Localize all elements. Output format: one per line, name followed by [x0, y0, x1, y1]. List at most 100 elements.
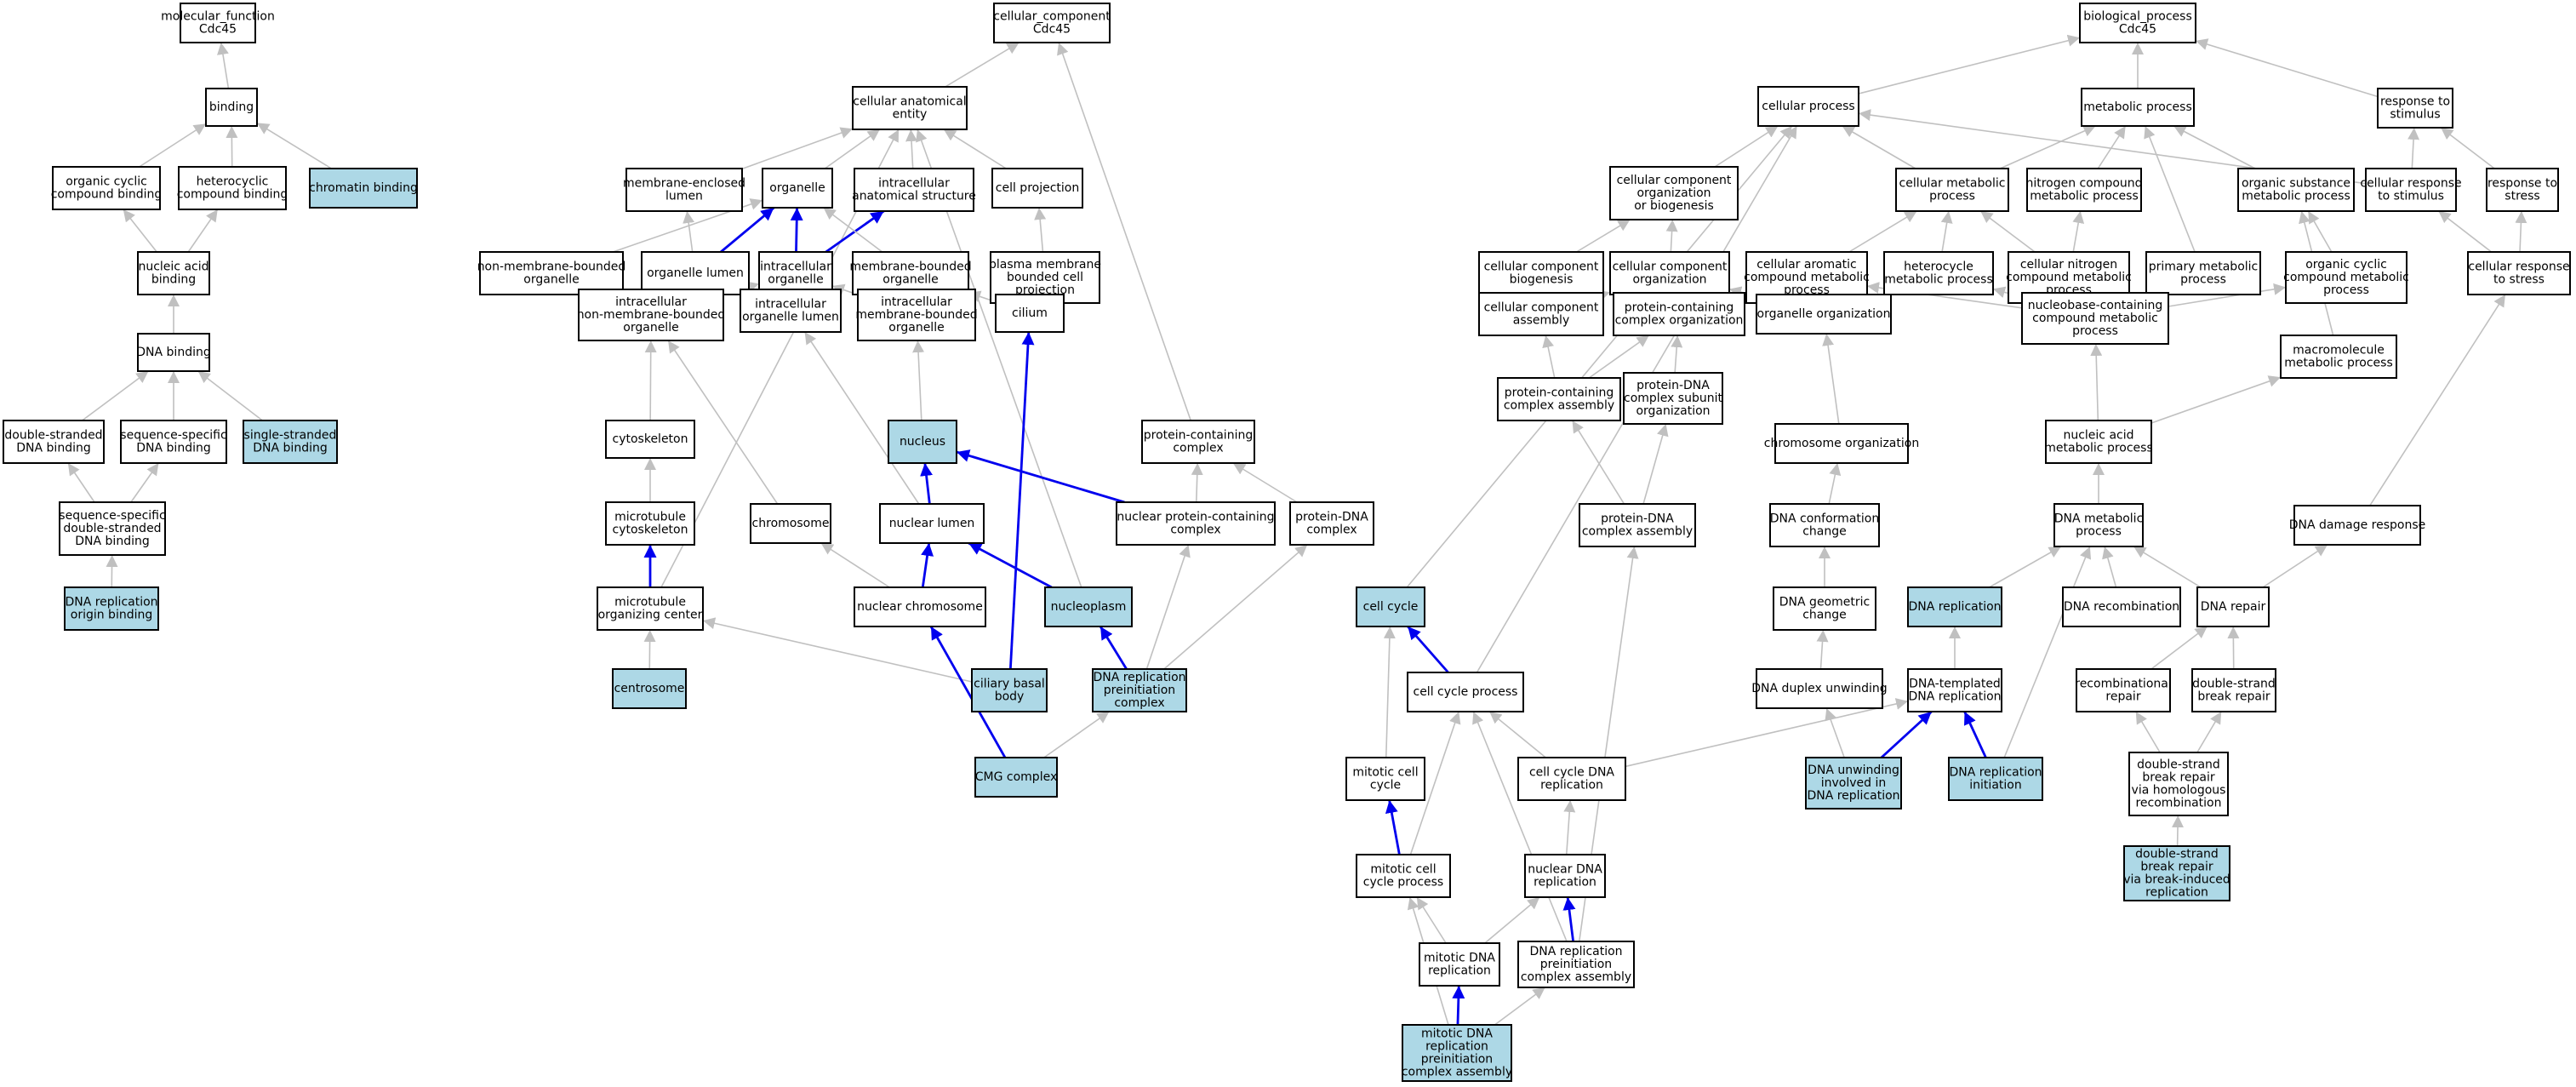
term-node-chromosome[interactable]: chromosome: [750, 503, 831, 544]
term-node-nucleoplasm[interactable]: nucleoplasm: [1044, 586, 1133, 627]
term-node-organelle[interactable]: organelle: [762, 168, 833, 209]
term-node-cmg-complex[interactable]: CMG complex: [974, 757, 1058, 798]
term-node-organelle-lumen[interactable]: organelle lumen: [641, 251, 750, 295]
term-label: cell cycle: [1363, 600, 1419, 614]
term-node-dna-repair[interactable]: DNA repair: [2196, 586, 2270, 627]
term-box: [2365, 168, 2457, 212]
term-node-dna-damage-response[interactable]: DNA damage response: [2289, 505, 2426, 546]
term-label: DNA binding: [136, 346, 210, 359]
term-label: DNA damage response: [2289, 518, 2426, 532]
term-label: complex: [1114, 696, 1164, 710]
edge-ds_break_repair-to-dna_repair: [2227, 626, 2240, 670]
term-node-cytoskeleton[interactable]: cytoskeleton: [605, 420, 695, 459]
term-node-dna-duplex-unwinding[interactable]: DNA duplex unwinding: [1751, 668, 1888, 709]
term-node-cell-cycle-process[interactable]: cell cycle process: [1407, 672, 1524, 712]
term-node-cilium[interactable]: cilium: [995, 294, 1065, 333]
term-node-organelle-organization[interactable]: organelle organization: [1756, 294, 1892, 335]
term-node-cell-cycle[interactable]: cell cycle: [1356, 586, 1425, 627]
term-node-intra-non-membrane[interactable]: intracellularnon-membrane-boundedorganel…: [577, 289, 726, 341]
term-node-dna-recombination[interactable]: DNA recombination: [2062, 586, 2181, 627]
term-node-chromosome-organization[interactable]: chromosome organization: [1764, 423, 1919, 464]
term-node-nuclear-chromosome[interactable]: nuclear chromosome: [854, 586, 986, 627]
term-node-nuclear-lumen[interactable]: nuclear lumen: [879, 503, 985, 544]
edge-mitotic_cell_cycle_process-to-mitotic_cell_cycle: [1385, 799, 1401, 855]
term-node-centrosome[interactable]: centrosome: [612, 668, 687, 709]
term-node-chromatin-binding[interactable]: chromatin binding: [309, 168, 418, 209]
term-node-mitotic-dna-rep-preinit-assembly[interactable]: mitotic DNAreplicationpreinitiationcompl…: [1402, 1024, 1512, 1082]
term-node-dna-replication[interactable]: DNA replication: [1907, 586, 2002, 627]
term-node-dna-binding[interactable]: DNA binding: [136, 333, 211, 372]
term-label: metabolic process: [2030, 190, 2139, 203]
term-node-nucleus[interactable]: nucleus: [888, 420, 957, 464]
edge-protein_complex_assembly-to-protein_complex_org: [1588, 335, 1650, 379]
term-node-binding[interactable]: binding: [205, 88, 258, 127]
term-node-cellular-process[interactable]: cellular process: [1757, 86, 1859, 127]
term-node-metabolic-process[interactable]: metabolic process: [2081, 88, 2195, 127]
term-node-cell-projection[interactable]: cell projection: [991, 168, 1083, 209]
